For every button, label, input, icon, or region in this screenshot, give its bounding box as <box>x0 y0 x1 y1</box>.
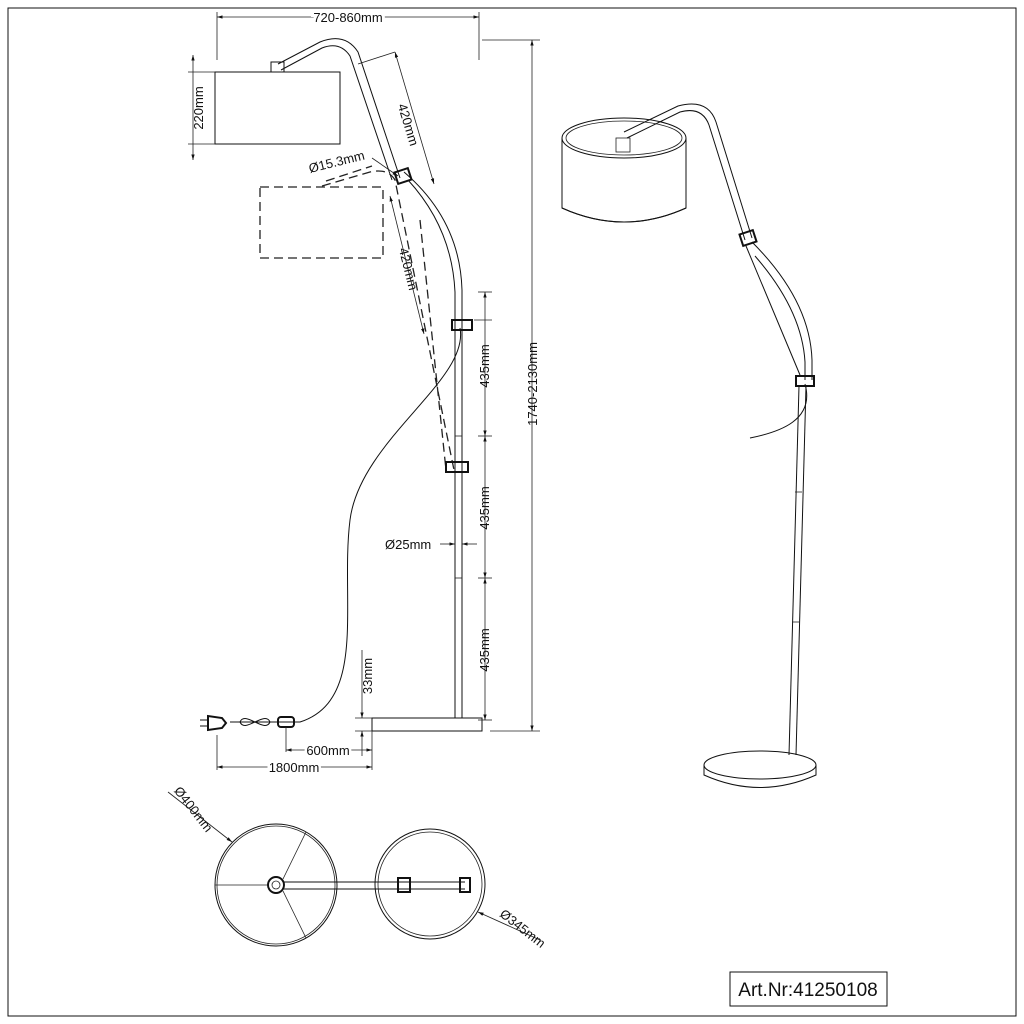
article-number: Art.Nr:41250108 <box>738 980 877 1001</box>
side-view-drawing: 720-860mm 220mm 420mm Ø15.3mm 420mm <box>188 7 540 778</box>
curved-pole-section <box>403 171 463 325</box>
perspective-view-drawing <box>561 103 817 788</box>
pole-diameter-label: Ø25mm <box>385 537 431 552</box>
lamp-base <box>371 717 483 732</box>
perspective-shade <box>561 138 687 223</box>
perspective-arm <box>623 103 753 239</box>
alternate-shade-position <box>259 186 384 259</box>
segment-1-label: 435mm <box>477 344 492 387</box>
cable-length-label: 1800mm <box>269 760 320 775</box>
page-frame <box>7 7 1017 1017</box>
power-plug <box>207 714 228 732</box>
base-height-label: 33mm <box>360 658 375 694</box>
perspective-base <box>703 750 817 780</box>
width-range-label: 720-860mm <box>313 10 382 25</box>
segment-3-label: 435mm <box>477 628 492 671</box>
segment-2-label: 435mm <box>477 486 492 529</box>
base-top-circle <box>374 828 486 940</box>
arm-joint <box>393 166 413 186</box>
shade-diameter-label: Ø400mm <box>171 784 216 835</box>
shade-height-label: 220mm <box>191 86 206 129</box>
top-view-drawing: Ø400mm Ø345mm <box>167 784 548 951</box>
base-diameter-label: Ø345mm <box>497 906 548 951</box>
upper-arm <box>277 38 401 179</box>
cable-coil <box>239 718 271 726</box>
arm-diameter-label: Ø15.3mm <box>307 148 366 176</box>
power-cable <box>230 327 462 723</box>
total-height-label: 1740-2130mm <box>525 342 540 426</box>
lamp-socket <box>270 61 285 73</box>
perspective-cable <box>749 383 808 439</box>
upper-arm-length-label: 420mm <box>395 102 422 148</box>
lower-arm-length-label: 420mm <box>396 246 421 292</box>
perspective-pole <box>788 385 800 756</box>
switch-distance-label: 600mm <box>306 743 349 758</box>
lamp-shade <box>214 71 341 145</box>
